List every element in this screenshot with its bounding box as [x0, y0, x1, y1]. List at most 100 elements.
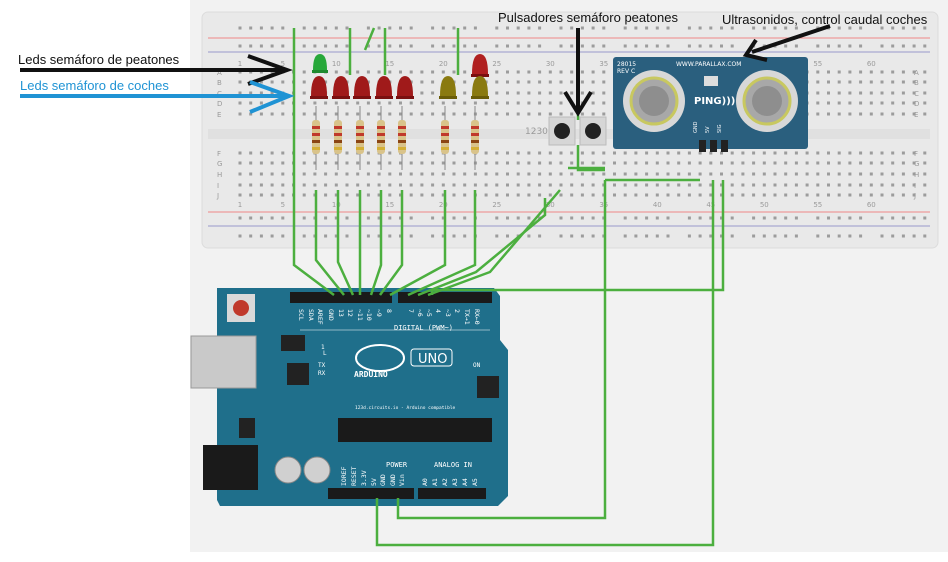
breadboard-rail-hole	[506, 216, 509, 220]
breadboard-hole	[302, 70, 306, 74]
breadboard-hole	[666, 172, 670, 176]
breadboard-hole	[399, 193, 402, 197]
breadboard-hole	[431, 193, 435, 197]
breadboard-row-letter: A	[914, 69, 919, 77]
breadboard-hole	[720, 151, 723, 155]
breadboard-rail-hole	[302, 26, 306, 30]
breadboard-hole	[270, 91, 274, 95]
breadboard-rail-hole	[752, 234, 756, 238]
breadboard-hole	[366, 70, 370, 74]
breadboard-hole	[827, 161, 830, 165]
breadboard-hole	[249, 151, 253, 155]
power-pin-label: 5V	[370, 478, 378, 486]
resistor	[312, 106, 320, 170]
breadboard-hole	[613, 161, 616, 165]
breadboard-hole	[302, 151, 306, 155]
pin1-label: 1	[321, 344, 325, 351]
breadboard-rail-hole	[901, 216, 905, 220]
breadboard-hole	[923, 172, 927, 176]
breadboard-hole	[484, 183, 488, 187]
breadboard-rail-hole	[538, 234, 542, 238]
wire-led-8	[407, 190, 477, 297]
breadboard-hole	[752, 183, 756, 187]
blue-arrow-icon	[20, 80, 295, 114]
breadboard-hole	[495, 70, 499, 74]
breadboard-rail-hole	[463, 216, 467, 220]
breadboard-hole	[580, 151, 584, 155]
breadboard-hole	[366, 151, 370, 155]
breadboard-hole	[281, 183, 285, 187]
breadboard-hole	[923, 101, 927, 105]
breadboard-column-number: 20	[439, 60, 448, 68]
breadboard-hole	[580, 193, 584, 197]
breadboard-hole	[548, 101, 552, 105]
breadboard-rail-hole	[570, 44, 574, 48]
resistor	[441, 106, 449, 170]
breadboard-rail-hole	[591, 234, 595, 238]
breadboard-hole	[901, 161, 905, 165]
breadboard-hole	[356, 183, 360, 187]
breadboard-hole	[666, 193, 670, 197]
digital-pin-label: 2	[453, 309, 461, 313]
breadboard-rail-hole	[634, 44, 638, 48]
breadboard-hole	[302, 193, 306, 197]
breadboard-hole	[431, 172, 435, 176]
breadboard-rail-hole	[645, 44, 649, 48]
breadboard-hole	[399, 161, 402, 165]
breadboard-hole	[538, 183, 542, 187]
breadboard-hole	[580, 183, 584, 187]
breadboard-hole	[805, 151, 809, 155]
breadboard-hole	[880, 101, 884, 105]
breadboard-hole	[527, 70, 531, 74]
breadboard-hole	[623, 172, 627, 176]
breadboard-hole	[859, 70, 863, 74]
wire-button-2	[427, 189, 561, 297]
breadboard-hole	[687, 193, 691, 197]
wire-top-jumpers	[348, 27, 460, 75]
breadboard-hole	[837, 161, 841, 165]
push-button-2	[579, 116, 607, 146]
breadboard-rail-hole	[249, 26, 253, 30]
breadboard-hole	[891, 101, 895, 105]
breadboard-hole	[538, 91, 542, 95]
breadboard-hole	[912, 161, 916, 165]
breadboard-hole	[602, 91, 606, 95]
breadboard-hole	[634, 183, 638, 187]
breadboard-hole	[869, 80, 873, 84]
breadboard-hole	[591, 193, 595, 197]
breadboard-rail-hole	[238, 26, 242, 30]
breadboard-rail-hole	[580, 26, 584, 30]
wire-led-3	[336, 190, 355, 296]
breadboard-hole	[302, 101, 306, 105]
breadboard-hole	[634, 193, 638, 197]
breadboard-hole	[805, 193, 809, 197]
breadboard-hole	[259, 112, 263, 116]
breadboard-rail-hole	[409, 234, 413, 238]
analog-pin-label: A1	[431, 478, 439, 486]
breadboard-rail-hole	[645, 26, 649, 30]
wire-sig	[430, 180, 725, 295]
breadboard-hole	[784, 183, 788, 187]
breadboard-rail-hole	[687, 44, 691, 48]
breadboard-rail-hole	[259, 216, 263, 220]
breadboard-column-number: 60	[867, 201, 876, 209]
breadboard-hole	[912, 151, 916, 155]
breadboard-row-letter: A	[217, 69, 222, 77]
breadboard-hole	[238, 151, 242, 155]
breadboard-hole	[655, 172, 659, 176]
breadboard-hole	[377, 193, 381, 197]
wire-led-5	[369, 190, 383, 296]
breadboard-hole	[409, 172, 413, 176]
breadboard-hole	[495, 112, 499, 116]
breadboard-rail-hole	[281, 234, 285, 238]
breadboard-rail-hole	[399, 44, 402, 48]
breadboard-hole	[602, 80, 606, 84]
breadboard-hole	[356, 101, 360, 105]
icsp-header-2	[477, 376, 499, 398]
breadboard-rail-hole	[666, 216, 670, 220]
breadboard-hole	[591, 172, 595, 176]
breadboard-hole	[901, 70, 905, 74]
breadboard-rail-hole	[527, 44, 531, 48]
breadboard-hole	[249, 112, 253, 116]
analog-pin-label: A4	[461, 478, 469, 486]
